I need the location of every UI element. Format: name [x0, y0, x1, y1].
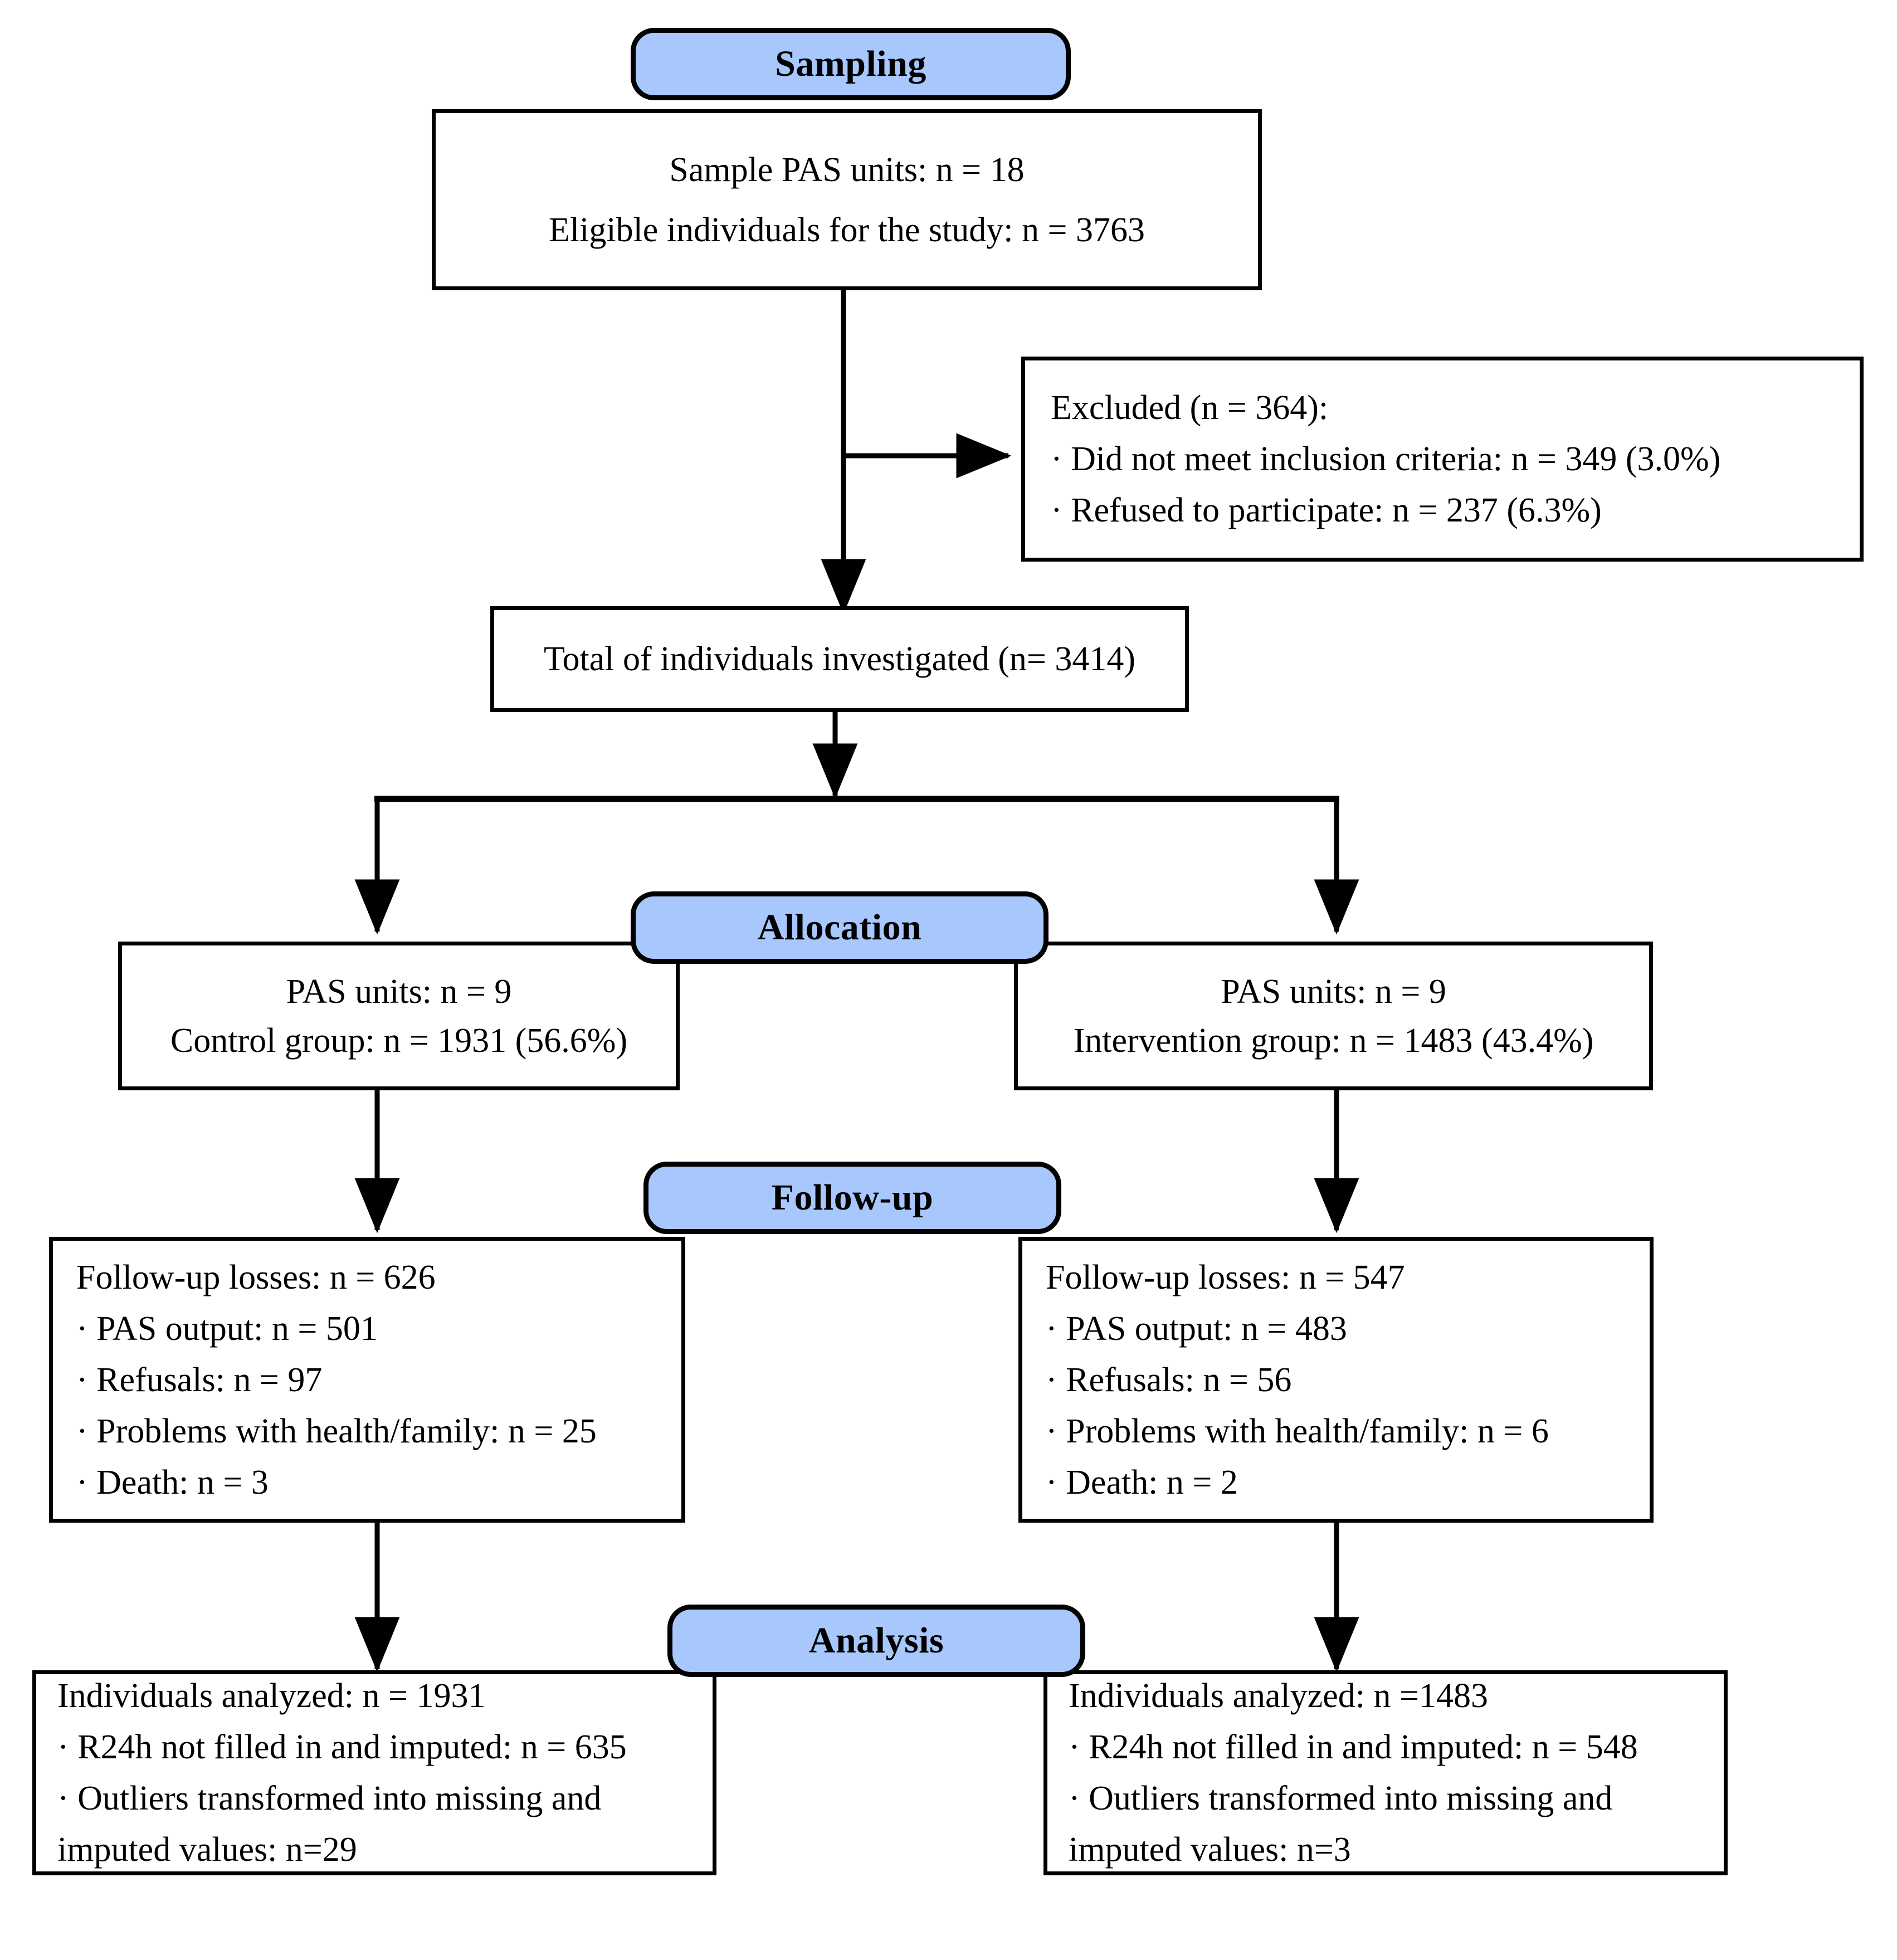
- analysis-right-title: Individuals analyzed: n =1483: [1069, 1677, 1488, 1715]
- followup-left-item-2: · Refusals: n = 97: [76, 1361, 323, 1399]
- stage-label-allocation-text: Allocation: [757, 907, 922, 948]
- total-investigated-box: Total of individuals investigated (n= 34…: [490, 606, 1189, 712]
- excluded-title: Excluded (n = 364):: [1051, 389, 1329, 427]
- followup-left-item-3: · Problems with health/family: n = 25: [76, 1412, 597, 1450]
- allocation-left-line-2: Control group: n = 1931 (56.6%): [170, 1021, 628, 1060]
- stage-label-sampling: Sampling: [631, 28, 1071, 100]
- analysis-right-box: Individuals analyzed: n =1483 · R24h not…: [1043, 1670, 1728, 1875]
- excluded-item-1: · Did not meet inclusion criteria: n = 3…: [1051, 440, 1721, 478]
- sampling-line-2: Eligible individuals for the study: n = …: [549, 211, 1145, 249]
- allocation-left-line-1: PAS units: n = 9: [286, 972, 512, 1011]
- followup-right-title: Follow-up losses: n = 547: [1046, 1258, 1405, 1296]
- analysis-left-item-2: · Outliers transformed into missing and: [57, 1779, 602, 1817]
- analysis-right-item-2: · Outliers transformed into missing and: [1069, 1779, 1613, 1817]
- analysis-right-item-1: · R24h not filled in and imputed: n = 54…: [1069, 1728, 1638, 1766]
- allocation-right-line-1: PAS units: n = 9: [1221, 972, 1446, 1011]
- stage-label-analysis: Analysis: [667, 1605, 1085, 1677]
- stage-label-analysis-text: Analysis: [808, 1620, 944, 1661]
- followup-right-item-3: · Problems with health/family: n = 6: [1046, 1412, 1549, 1450]
- allocation-left-box: PAS units: n = 9 Control group: n = 1931…: [118, 942, 680, 1090]
- followup-left-item-4: · Death: n = 3: [76, 1463, 269, 1501]
- excluded-box: Excluded (n = 364): · Did not meet inclu…: [1021, 357, 1864, 562]
- allocation-right-box: PAS units: n = 9 Intervention group: n =…: [1014, 942, 1653, 1090]
- sampling-line-1: Sample PAS units: n = 18: [669, 150, 1025, 189]
- sampling-box: Sample PAS units: n = 18 Eligible indivi…: [432, 109, 1262, 290]
- stage-label-followup: Follow-up: [643, 1162, 1061, 1234]
- allocation-right-line-2: Intervention group: n = 1483 (43.4%): [1073, 1021, 1594, 1060]
- analysis-right-item-3: imputed values: n=3: [1069, 1831, 1351, 1869]
- followup-left-title: Follow-up losses: n = 626: [76, 1258, 436, 1296]
- stage-label-sampling-text: Sampling: [775, 43, 926, 84]
- total-investigated-line: Total of individuals investigated (n= 34…: [543, 640, 1136, 678]
- followup-right-item-2: · Refusals: n = 56: [1046, 1361, 1292, 1399]
- analysis-left-item-1: · R24h not filled in and imputed: n = 63…: [57, 1728, 627, 1766]
- stage-label-followup-text: Follow-up: [771, 1177, 934, 1218]
- excluded-item-2: · Refused to participate: n = 237 (6.3%): [1051, 491, 1602, 529]
- analysis-left-item-3: imputed values: n=29: [57, 1831, 357, 1869]
- followup-right-item-1: · PAS output: n = 483: [1046, 1309, 1347, 1348]
- stage-label-allocation: Allocation: [631, 891, 1049, 964]
- followup-left-box: Follow-up losses: n = 626 · PAS output: …: [49, 1237, 685, 1523]
- followup-left-item-1: · PAS output: n = 501: [76, 1309, 378, 1348]
- followup-right-item-4: · Death: n = 2: [1046, 1463, 1238, 1501]
- analysis-left-title: Individuals analyzed: n = 1931: [57, 1677, 486, 1715]
- analysis-left-box: Individuals analyzed: n = 1931 · R24h no…: [32, 1670, 716, 1875]
- followup-right-box: Follow-up losses: n = 547 · PAS output: …: [1018, 1237, 1654, 1523]
